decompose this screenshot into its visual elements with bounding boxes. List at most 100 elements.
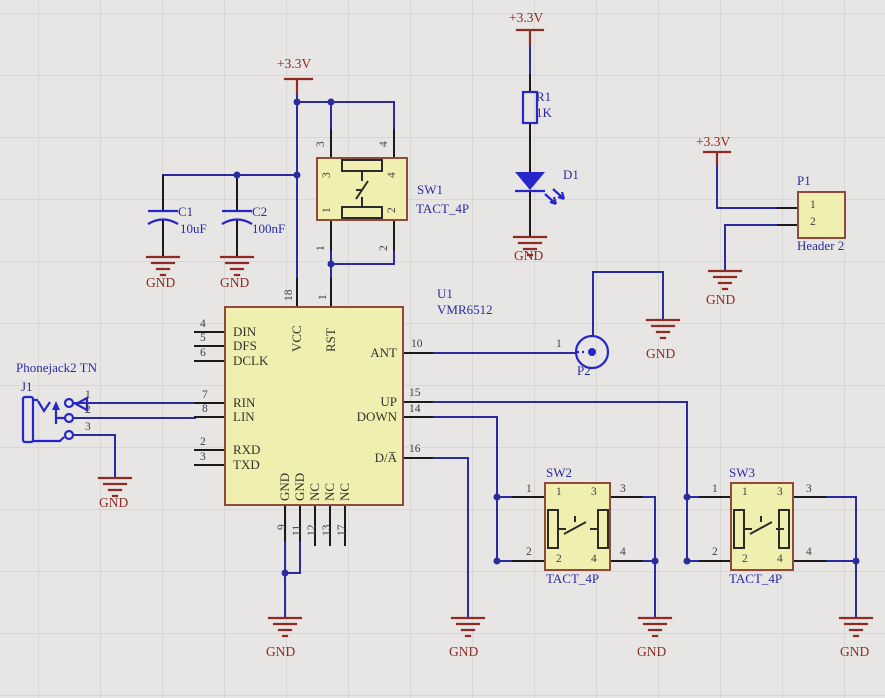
u1-pin-name-nc1: NC (307, 482, 322, 501)
component-u1[interactable] (224, 306, 404, 506)
sw1-pin-number-int-2: 2 (386, 207, 398, 213)
u1-pin-name-ant: ANT (370, 345, 397, 360)
j1-designator: J1 (21, 379, 33, 394)
u1-pin-number-14: 14 (409, 403, 421, 415)
component-sw2[interactable] (544, 482, 611, 571)
p2-pin-number-1: 1 (556, 338, 562, 350)
sw2-pin-number-ext-3: 3 (620, 483, 626, 495)
p1-value: Header 2 (797, 238, 845, 253)
u1-pin-name-rin: RIN (233, 395, 256, 410)
ground-label-d1: GND (514, 248, 544, 263)
u1-pin-number-2: 2 (200, 436, 206, 448)
component-sw1[interactable] (316, 157, 408, 221)
u1-pin-number-1: 1 (317, 294, 329, 300)
sw1-pin-number-int-4: 4 (386, 172, 398, 178)
junction-dots (233, 98, 860, 577)
ground-label-sw2: GND (637, 644, 667, 659)
ground-label-p1: GND (706, 292, 736, 307)
u1-pin-name-vcc: VCC (289, 325, 304, 352)
c1-value: 10uF (180, 221, 207, 236)
pin-stub-lines (162, 74, 826, 562)
power-flags (283, 28, 732, 166)
u1-pin-name-dfs: DFS (233, 338, 257, 353)
sw3-pin-number-int-2: 2 (742, 553, 748, 565)
sw3-pin-number-ext-3: 3 (806, 483, 812, 495)
j1-pin-number-1: 1 (85, 389, 91, 401)
ground-label-c1: GND (146, 275, 176, 290)
sw2-pin-number-ext-2: 2 (526, 546, 532, 558)
j1-pin-number-2: 2 (85, 404, 91, 416)
sw3-pin-number-ext-2: 2 (712, 546, 718, 558)
u1-pin-number-3: 3 (200, 451, 206, 463)
wire-nets (74, 43, 857, 619)
component-p2[interactable] (574, 334, 610, 370)
ground-label-j1: GND (99, 495, 129, 510)
c2-designator: C2 (252, 204, 268, 219)
sw2-pin-number-ext-1: 1 (526, 483, 532, 495)
power-flag-bars (283, 28, 732, 166)
u1-pin-number-7: 7 (202, 389, 208, 401)
sw1-value: TACT_4P (416, 201, 470, 216)
ground-label-u1: GND (266, 644, 296, 659)
u1-pin-number-8: 8 (202, 403, 208, 415)
sw3-pin-number-ext-4: 4 (806, 546, 812, 558)
sw1-pin-number-ext-1: 1 (315, 245, 327, 251)
sw2-designator: SW2 (546, 465, 572, 480)
ground-label-p2: GND (646, 346, 676, 361)
u1-pin-number-17: 17 (336, 524, 348, 537)
p1-pin-number-2: 2 (810, 216, 816, 228)
u1-pin-number-13: 13 (321, 524, 333, 537)
p1-pin-number-1: 1 (810, 199, 816, 211)
u1-pin-name-lin: LIN (233, 409, 255, 424)
sw3-pin-number-int-3: 3 (777, 486, 783, 498)
sw3-pin-number-int-4: 4 (777, 553, 783, 565)
sw2-pin-number-int-2: 2 (556, 553, 562, 565)
component-c1[interactable] (147, 209, 179, 225)
sw3-pin-number-ext-1: 1 (712, 483, 718, 495)
sw1-designator: SW1 (417, 182, 443, 197)
u1-pin-number-9: 9 (276, 524, 288, 530)
pin-stubs (162, 74, 826, 562)
component-p1[interactable] (797, 191, 846, 239)
sw3-pin-number-int-1: 1 (742, 486, 748, 498)
component-r1[interactable] (521, 90, 539, 125)
component-j1[interactable] (21, 395, 89, 444)
sw1-pin-number-int-3: 3 (321, 172, 333, 178)
u1-pin-name-up: UP (380, 394, 397, 409)
u1-pin-number-15: 15 (409, 387, 421, 399)
sw1-pin-number-int-1: 1 (321, 207, 333, 213)
u1-pin-name-rst: RST (323, 328, 338, 352)
u1-pin-number-18: 18 (283, 289, 295, 302)
ground-label-sw3: GND (840, 644, 870, 659)
d1-designator: D1 (563, 167, 579, 182)
component-d1[interactable] (515, 172, 566, 206)
u1-pin-name-da: D/A̅ (374, 450, 397, 465)
u1-pin-name-rxd: RXD (233, 442, 261, 457)
component-c2[interactable] (221, 209, 253, 225)
r1-designator: R1 (536, 89, 552, 104)
u1-pin-name-din: DIN (233, 324, 257, 339)
u1-pin-name-nc3: NC (337, 482, 352, 501)
u1-pin-name-nc2: NC (322, 482, 337, 501)
sw2-pin-number-int-4: 4 (591, 553, 597, 565)
sw2-pin-number-ext-4: 4 (620, 546, 626, 558)
ground-symbol-bars (97, 235, 874, 638)
sw2-value: TACT_4P (546, 571, 600, 586)
p1-designator: P1 (797, 173, 811, 188)
power-label-r1: +3.3V (509, 10, 544, 25)
ground-label-c2: GND (220, 275, 250, 290)
j1-pin-number-3: 3 (85, 421, 91, 433)
sw1-pin-number-ext-4: 4 (378, 141, 390, 147)
c2-value: 100nF (252, 221, 286, 236)
sw2-pin-number-int-1: 1 (556, 486, 562, 498)
j1-value: Phonejack2 TN (16, 360, 97, 375)
component-sw3[interactable] (730, 482, 794, 571)
sw1-pin-number-ext-3: 3 (315, 141, 327, 147)
u1-pin-number-4: 4 (200, 318, 206, 330)
u1-pin-name-dclk: DCLK (233, 353, 269, 368)
sw3-value: TACT_4P (729, 571, 783, 586)
u1-pin-number-5: 5 (200, 332, 206, 344)
power-label-main: +3.3V (277, 56, 312, 71)
